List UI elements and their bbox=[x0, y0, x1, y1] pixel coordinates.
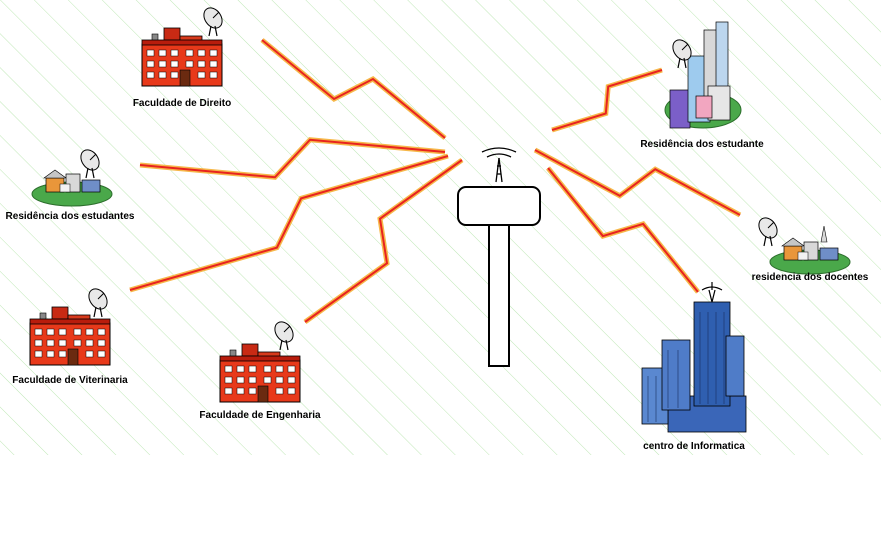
node-label-residencia-docentes: residencia dos docentes bbox=[751, 272, 869, 283]
central-antenna-tower bbox=[457, 147, 541, 367]
hatched-background bbox=[0, 0, 881, 455]
wireless-links bbox=[129, 38, 742, 325]
wireless-link-informatica bbox=[547, 167, 699, 293]
node-label-faculdade-viterinaria: Faculdade de Viterinaria bbox=[12, 375, 128, 386]
node-label-residencia-estudante: Residência dos estudante bbox=[640, 139, 764, 150]
wireless-link-res_estudante bbox=[551, 69, 663, 131]
antenna-mast-icon bbox=[481, 147, 517, 183]
node-label-centro-informatica: centro de Informatica bbox=[643, 441, 745, 452]
node-label-faculdade-engenharia: Faculdade de Engenharia bbox=[199, 410, 321, 421]
node-label-faculdade-direito: Faculdade de Direito bbox=[132, 98, 232, 109]
node-label-residencia-estudantes: Residência dos estudantes bbox=[5, 211, 135, 222]
wireless-link-veterinaria bbox=[129, 155, 449, 291]
wireless-link-direito bbox=[261, 39, 446, 139]
residencia-estudante-city-icon bbox=[664, 21, 742, 129]
wireless-link-res_estudantes bbox=[139, 138, 446, 179]
residencia-docentes-campus-icon bbox=[754, 213, 851, 275]
wireless-link-engenharia bbox=[304, 159, 463, 323]
wireless-link-res_docentes bbox=[534, 149, 741, 216]
centro-informatica-tower-icon bbox=[641, 282, 747, 433]
